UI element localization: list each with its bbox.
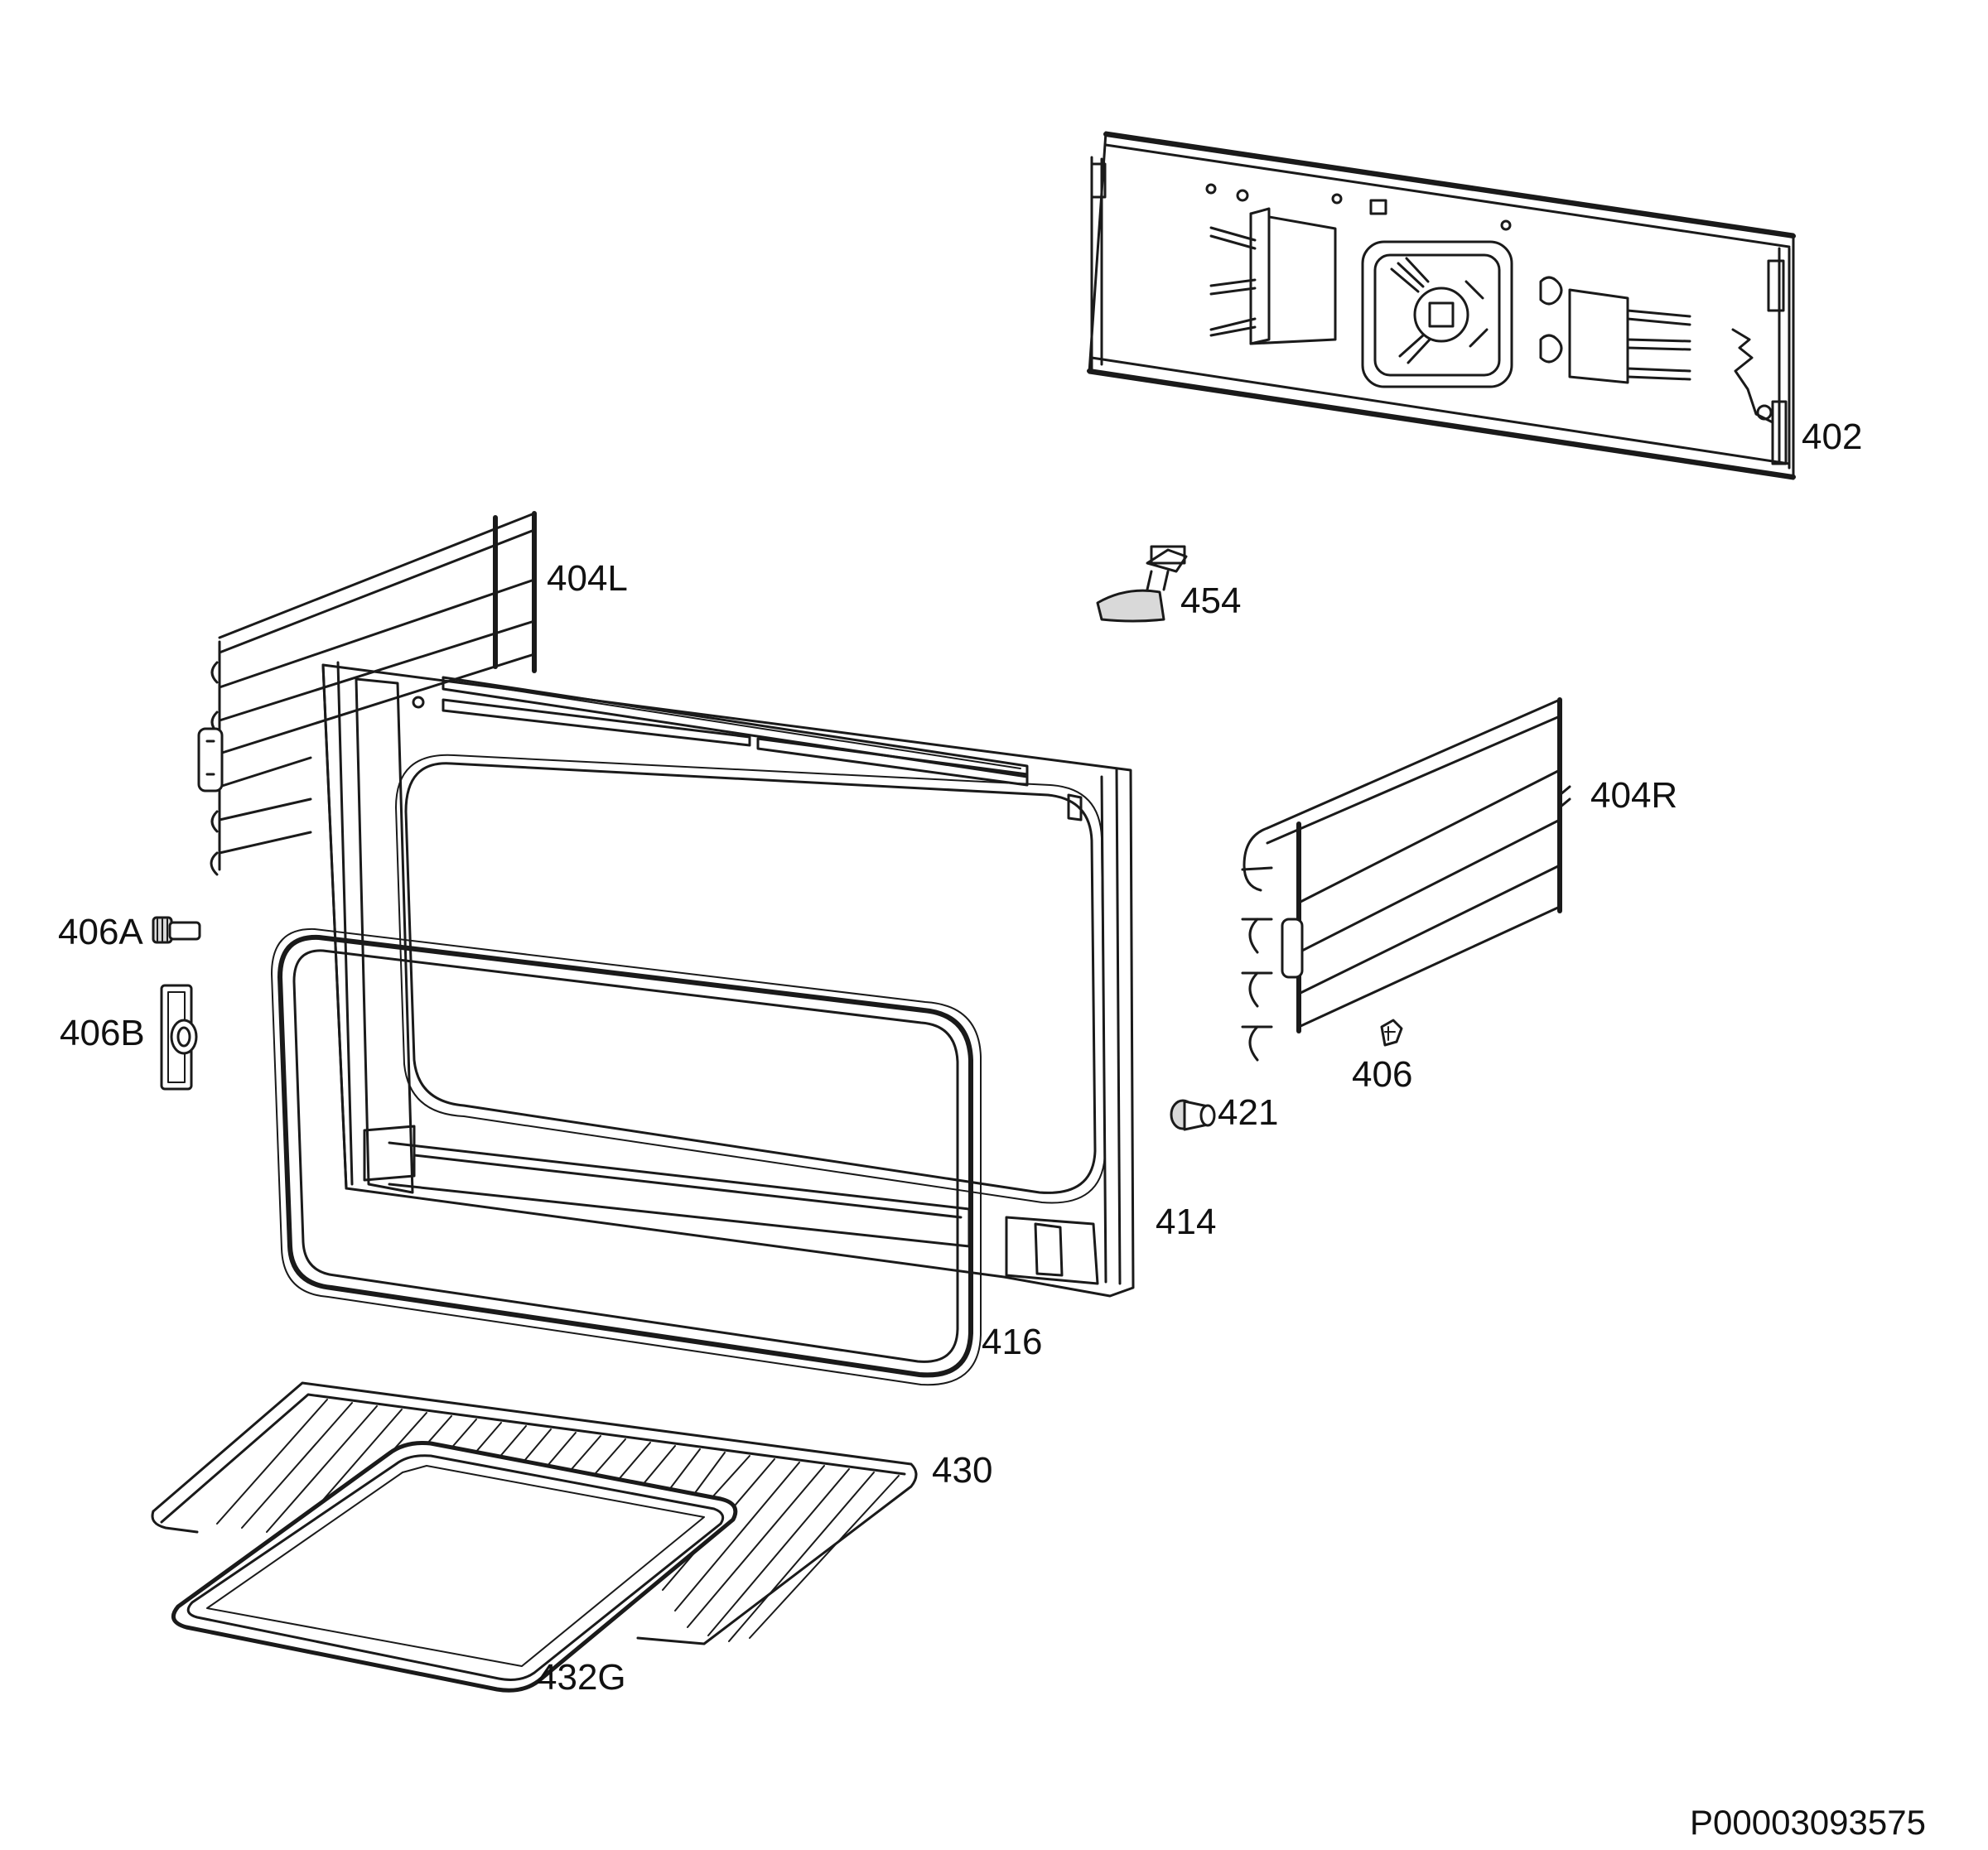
part-432G-baking-tray — [171, 1441, 738, 1693]
label-406A: 406A — [58, 912, 143, 952]
part-406B-bracket — [160, 984, 198, 1091]
label-402: 402 — [1802, 417, 1862, 457]
part-421-grommet — [1170, 1099, 1216, 1131]
label-406B: 406B — [60, 1013, 145, 1053]
label-404R: 404R — [1590, 775, 1677, 816]
document-id: P00003093575 — [1690, 1803, 1926, 1842]
label-432G: 432G — [537, 1657, 626, 1698]
part-402-rear-panel — [1087, 131, 1796, 480]
label-414: 414 — [1156, 1202, 1216, 1242]
part-406-clip — [1380, 1019, 1403, 1047]
part-454-lamp-cover — [1096, 545, 1188, 623]
label-454: 454 — [1180, 581, 1241, 621]
label-421: 421 — [1218, 1092, 1278, 1133]
part-406A-screw — [152, 916, 201, 944]
label-416: 416 — [982, 1322, 1042, 1362]
label-404L: 404L — [547, 558, 628, 599]
label-406: 406 — [1352, 1054, 1412, 1095]
part-416-door-seal — [271, 927, 982, 1386]
label-430: 430 — [932, 1450, 992, 1491]
part-404R-right-shelf-support — [1241, 697, 1571, 1062]
